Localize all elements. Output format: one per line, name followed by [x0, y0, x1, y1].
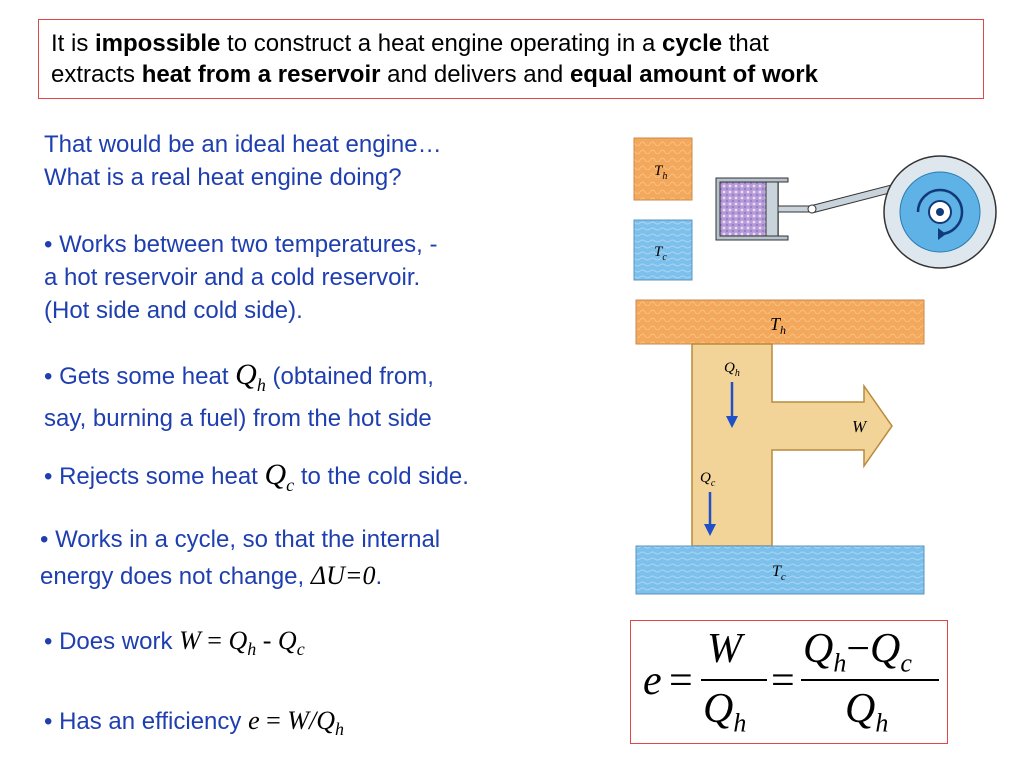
bullet-text: • Does work — [44, 628, 180, 655]
heat-engine-figure: Th Tc Th Qh W Qc Tc — [633, 137, 997, 595]
bullet-text: • Gets some heat — [44, 363, 236, 390]
math-subscript: c — [900, 648, 912, 678]
intro-text: That would be an ideal heat engine… What… — [44, 128, 442, 194]
title-bold-heat: heat from a reservoir — [141, 61, 381, 88]
intro-line-2: What is a real heat engine doing? — [44, 164, 402, 191]
bullet-efficiency: • Has an efficiency e = W/Qh — [44, 704, 344, 746]
math-symbol: Q — [235, 358, 257, 391]
bullet-two-temperatures: • Works between two temperatures, - a ho… — [44, 228, 437, 327]
math-subscript: h — [733, 708, 747, 738]
bullet-line: a hot reservoir and a cold reservoir. — [44, 264, 421, 291]
eq-denominator-Qh-2: Qh — [845, 685, 888, 738]
intro-line-1: That would be an ideal heat engine… — [44, 131, 442, 158]
bullet-text: (obtained from, — [265, 363, 434, 390]
math-efficiency: e = W/Qh — [248, 706, 344, 739]
title-text: and delivers and — [380, 61, 570, 88]
eq-equals-2: = — [771, 658, 795, 704]
math-symbol: Q — [845, 686, 876, 732]
flow-Qc-label: Qc — [700, 470, 716, 489]
bullet-does-work: • Does work W = Qh - Qc — [44, 624, 305, 666]
math-symbol: Q — [264, 458, 287, 491]
title-text: It is — [51, 30, 96, 57]
math-symbol: W — [179, 626, 201, 655]
eq-e: e — [643, 658, 662, 704]
small-hot-reservoir — [633, 137, 693, 201]
flywheel-icon — [883, 155, 997, 269]
bullet-line: (Hot side and cold side). — [44, 297, 303, 324]
math-symbol: e — [248, 706, 260, 735]
small-cold-reservoir — [633, 219, 693, 281]
math-subscript: h — [334, 719, 344, 740]
fraction-bar-2 — [801, 679, 939, 681]
title-bold-cycle: cycle — [662, 30, 723, 57]
math-subscript: h — [833, 648, 847, 678]
bullet-line: • Works in a cycle, so that the internal — [40, 526, 441, 553]
bullet-text: energy does not change, — [40, 563, 311, 590]
math-subscript: c — [296, 639, 305, 660]
math-subscript: h — [247, 639, 257, 660]
bullet-text: • Rejects some heat — [44, 463, 265, 490]
bullet-line: say, burning a fuel) from the hot side — [44, 405, 432, 432]
title-bold-impossible: impossible — [95, 30, 221, 57]
cold-reservoir — [635, 545, 925, 595]
flow-W-label: W — [852, 417, 868, 436]
bullet-text: . — [375, 563, 383, 590]
math-symbol: Q — [870, 626, 901, 672]
hot-reservoir-label: Th — [770, 314, 786, 337]
math-symbol: Q — [277, 626, 297, 655]
eq-denominator-Qh: Qh — [703, 685, 746, 738]
energy-flow-path — [691, 343, 893, 547]
hot-reservoir — [635, 299, 925, 345]
bullet-rejects-heat: • Rejects some heat Qc to the cold side. — [44, 458, 469, 502]
small-hot-reservoir-label: Th — [654, 163, 667, 182]
title-text: that — [722, 30, 769, 57]
bullet-line: energy does not change, ΔU=0. — [40, 558, 440, 595]
cold-reservoir-label: Tc — [772, 563, 786, 583]
efficiency-equation-box: e = W Qh = Qh−Qc Qh — [630, 620, 948, 744]
math-symbol: = — [207, 626, 222, 655]
title-text: to construct a heat engine operating in … — [220, 30, 663, 57]
fraction-bar-1 — [701, 679, 767, 681]
math-symbol: Q — [803, 626, 834, 672]
bullet-line: • Gets some heat Qh (obtained from, — [44, 358, 434, 402]
math-symbol: - — [262, 626, 272, 655]
arrow-down-icon — [704, 524, 716, 536]
title-line-1: It is impossible to construct a heat eng… — [51, 28, 971, 59]
small-cold-reservoir-label: Tc — [654, 244, 667, 263]
math-work-equation: W = Qh - Qc — [179, 626, 305, 659]
bullet-line: • Works between two temperatures, - — [44, 231, 438, 258]
math-subscript: c — [286, 475, 295, 495]
math-symbol: W — [287, 706, 309, 735]
math-symbol: Q — [703, 686, 734, 732]
bullet-gets-heat: • Gets some heat Qh (obtained from, say,… — [44, 358, 434, 435]
math-Qc: Qc — [264, 458, 295, 495]
math-delta-U: ΔU=0 — [310, 561, 376, 590]
math-subscript: h — [875, 708, 889, 738]
math-Qh: Qh — [235, 358, 266, 395]
bullet-text: to the cold side. — [294, 463, 469, 490]
flow-Qh-label: Qh — [724, 360, 740, 379]
title-statement-box: It is impossible to construct a heat eng… — [38, 19, 984, 99]
math-subscript: h — [256, 375, 266, 395]
title-bold-work: equal amount of work — [569, 61, 818, 88]
math-symbol: / — [308, 706, 317, 735]
bullet-text: • Has an efficiency — [44, 708, 249, 735]
eq-numerator-W: W — [707, 626, 742, 672]
arrow-down-icon — [726, 416, 738, 428]
eq-equals-1: = — [669, 658, 693, 704]
math-symbol: Q — [228, 626, 248, 655]
eq-numerator-Qh-minus-Qc: Qh−Qc — [803, 625, 912, 678]
title-text: extracts — [51, 61, 142, 88]
bullet-cycle: • Works in a cycle, so that the internal… — [40, 522, 440, 595]
title-line-2: extracts heat from a reservoir and deliv… — [51, 59, 971, 90]
math-symbol: − — [846, 626, 871, 672]
math-symbol: = — [266, 706, 281, 735]
math-symbol: Q — [316, 706, 335, 735]
